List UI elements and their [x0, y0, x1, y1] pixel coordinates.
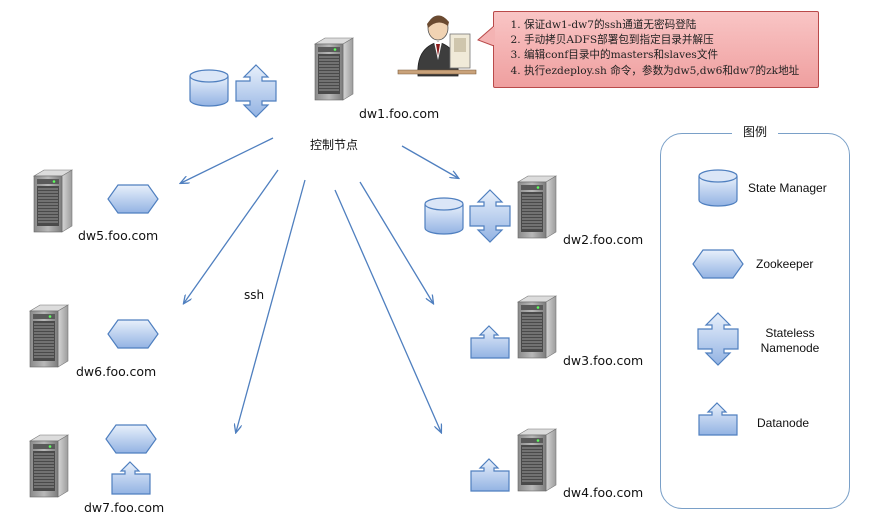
control-node-label: 控制节点 [310, 138, 359, 152]
host-label-dw4: dw4.foo.com [563, 485, 644, 500]
instruction-item: 执行ezdeploy.sh 命令，参数为dw5,dw6和dw7的zk地址 [524, 64, 810, 79]
server-icon [29, 434, 69, 498]
host-label-dw2: dw2.foo.com [563, 232, 644, 247]
instruction-item: 手动拷贝ADFS部署包到指定目录并解压 [524, 33, 810, 48]
state-manager-icon [424, 197, 464, 235]
host-label-dw7: dw7.foo.com [84, 500, 165, 515]
legend-label-stateless: Stateless [765, 326, 815, 340]
ssh-arrow-dw2 [401, 145, 458, 178]
ssh-arrow-dw4 [334, 189, 441, 432]
note-pointer-join [493, 27, 495, 45]
stateless-namenode-icon [235, 64, 277, 118]
host-label-dw5: dw5.foo.com [78, 228, 159, 243]
legend-title: 图例 [732, 123, 778, 140]
instructions-list: 保证dw1-dw7的ssh通道无密码登陆 手动拷贝ADFS部署包到指定目录并解压… [502, 18, 810, 79]
ssh-label: ssh [244, 288, 265, 302]
ssh-arrow-dw7 [236, 179, 306, 432]
host-label-dw6: dw6.foo.com [76, 364, 157, 379]
stateless-namenode-icon [469, 189, 511, 243]
ssh-arrow-dw6 [184, 169, 279, 303]
server-icon [29, 304, 69, 368]
server-icon [33, 169, 73, 233]
host-label-dw3: dw3.foo.com [563, 353, 644, 368]
legend-label-zookeeper: Zookeeper [756, 257, 814, 271]
zookeeper-icon [107, 319, 159, 349]
legend-label-state-manager: State Manager [748, 181, 827, 195]
server-icon [314, 37, 354, 101]
state-manager-icon [189, 69, 229, 107]
note-pointer [477, 24, 495, 47]
instruction-item: 编辑conf目录中的masters和slaves文件 [524, 48, 810, 63]
server-icon [517, 295, 557, 359]
datanode-icon [470, 458, 510, 492]
legend-label-datanode: Datanode [757, 416, 810, 430]
instruction-item: 保证dw1-dw7的ssh通道无密码登陆 [524, 18, 810, 33]
server-icon [517, 175, 557, 239]
zookeeper-icon [105, 424, 157, 454]
ssh-arrow-dw3 [359, 181, 433, 303]
instructions-note: 保证dw1-dw7的ssh通道无密码登陆 手动拷贝ADFS部署包到指定目录并解压… [493, 11, 819, 88]
host-label-dw1: dw1.foo.com [359, 106, 440, 121]
zookeeper-icon [107, 184, 159, 214]
datanode-icon [470, 325, 510, 359]
legend-label-namenode: Namenode [760, 341, 820, 355]
operator-person-icon [397, 15, 477, 77]
ssh-arrow-dw5 [181, 137, 274, 183]
datanode-icon [111, 461, 151, 495]
server-icon [517, 428, 557, 492]
